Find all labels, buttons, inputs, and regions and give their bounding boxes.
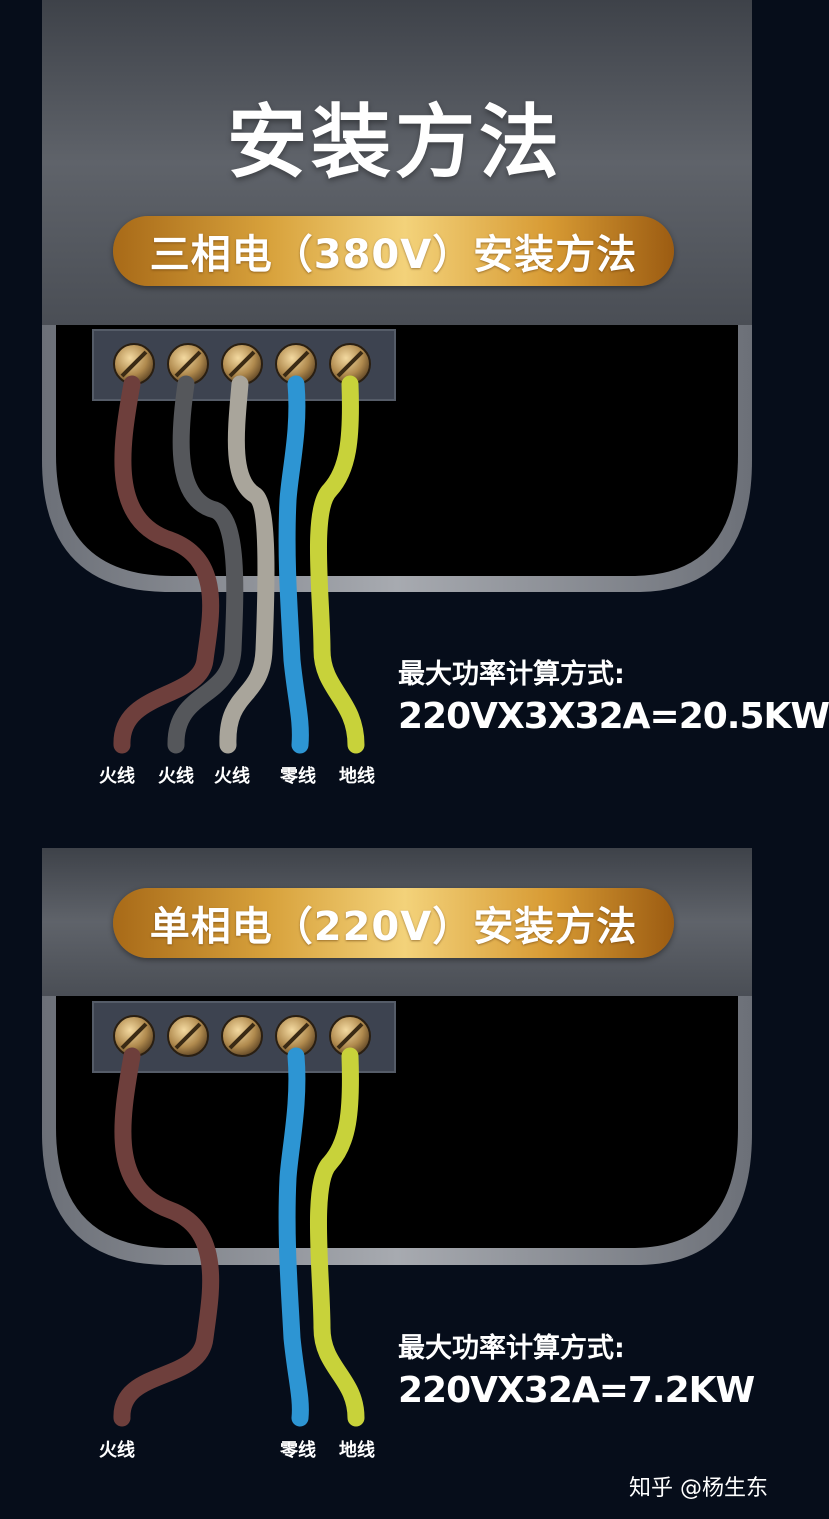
wire-neutral xyxy=(278,1047,309,1427)
formula-label: 最大功率计算方式: xyxy=(398,659,625,690)
terminal-screws xyxy=(113,343,371,385)
wires xyxy=(113,375,365,754)
wire-live-2 xyxy=(167,375,244,754)
watermark: 知乎 @杨生东 xyxy=(629,1476,768,1501)
page-title: 安装方法 xyxy=(227,96,563,189)
three-phase-device-illustration xyxy=(42,0,752,754)
wire-label-live-3: 火线 xyxy=(214,766,250,787)
wire-label-live: 火线 xyxy=(99,1440,135,1461)
wire-live-1 xyxy=(113,375,220,754)
wire-label-neutral: 零线 xyxy=(280,766,316,787)
single-phase-section: 单相电（220V）安装方法 最大功率计算方式: 220VX32A=7.2KW 火… xyxy=(0,848,790,1519)
wire-live-3 xyxy=(219,375,275,754)
formula-value: 220VX32A=7.2KW xyxy=(398,1370,755,1411)
wire-earth xyxy=(309,375,365,754)
single-phase-heading: 单相电（220V）安装方法 xyxy=(113,888,674,958)
wire-live xyxy=(113,1047,220,1427)
wire-label-earth: 地线 xyxy=(339,1440,375,1461)
three-phase-heading: 三相电（380V）安装方法 xyxy=(113,216,674,286)
formula-label: 最大功率计算方式: xyxy=(398,1333,625,1364)
wire-label-live-1: 火线 xyxy=(99,766,135,787)
single-phase-device-illustration xyxy=(42,848,752,1427)
terminal-screws xyxy=(113,1015,371,1057)
wires xyxy=(113,1047,365,1427)
wire-label-neutral: 零线 xyxy=(280,1440,316,1461)
three-phase-section: 安装方法 三相电（380V）安装方法 最大功率计算方式: 220VX3X32A=… xyxy=(42,0,829,787)
wire-neutral xyxy=(278,375,309,754)
wire-earth xyxy=(309,1047,365,1427)
formula-value: 220VX3X32A=20.5KW xyxy=(398,696,829,737)
wire-label-live-2: 火线 xyxy=(158,766,194,787)
wire-label-earth: 地线 xyxy=(339,766,375,787)
